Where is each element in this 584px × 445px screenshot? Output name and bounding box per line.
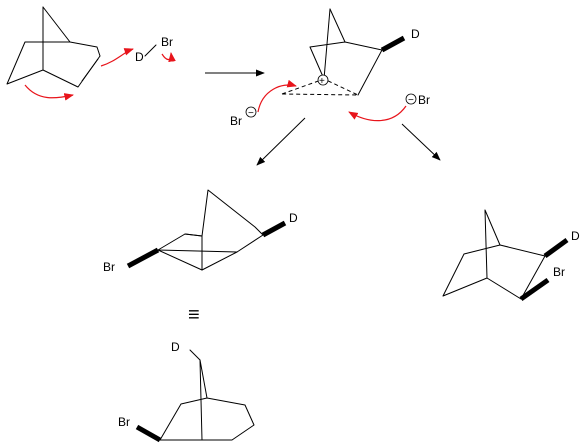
product-right-br-label: Br xyxy=(553,265,565,279)
intermediate-d-label: D xyxy=(411,27,420,41)
equivalence-symbol: ≡ xyxy=(188,304,200,326)
norbornene-molecule xyxy=(6,6,101,88)
pi-bond-electron-arrow xyxy=(100,48,134,67)
arrow-to-product-left xyxy=(256,117,306,166)
bromide-right-label: Br xyxy=(418,93,430,107)
bromide-left: Br − xyxy=(230,79,297,128)
product-left-d-label: D xyxy=(289,211,298,225)
bromide-right-charge: − xyxy=(408,95,414,106)
product-bottom-d-label: D xyxy=(171,340,180,354)
product-right-d-label: D xyxy=(571,229,580,243)
product-left-br-label: Br xyxy=(103,260,115,274)
product-bottom-br-label: Br xyxy=(118,415,130,429)
carbocation-intermediate: D + xyxy=(281,8,420,96)
bromide-left-charge: − xyxy=(248,108,254,119)
product-right-molecule: D Br xyxy=(442,209,580,302)
bromide-right: − Br xyxy=(348,93,430,122)
bromide-left-label: Br xyxy=(230,114,242,128)
reagent-br-label: Br xyxy=(161,35,173,49)
product-left-molecule: D Br xyxy=(103,189,298,274)
product-bottom-molecule: D Br xyxy=(118,340,255,443)
carbocation-charge: + xyxy=(319,76,325,87)
arrow-to-product-right xyxy=(401,123,441,161)
bond-cleavage-arrow xyxy=(161,52,176,63)
ring-electron-arrow xyxy=(24,84,74,101)
reagent-d-label: D xyxy=(135,50,144,64)
reagent-dbr: D Br xyxy=(135,35,173,64)
